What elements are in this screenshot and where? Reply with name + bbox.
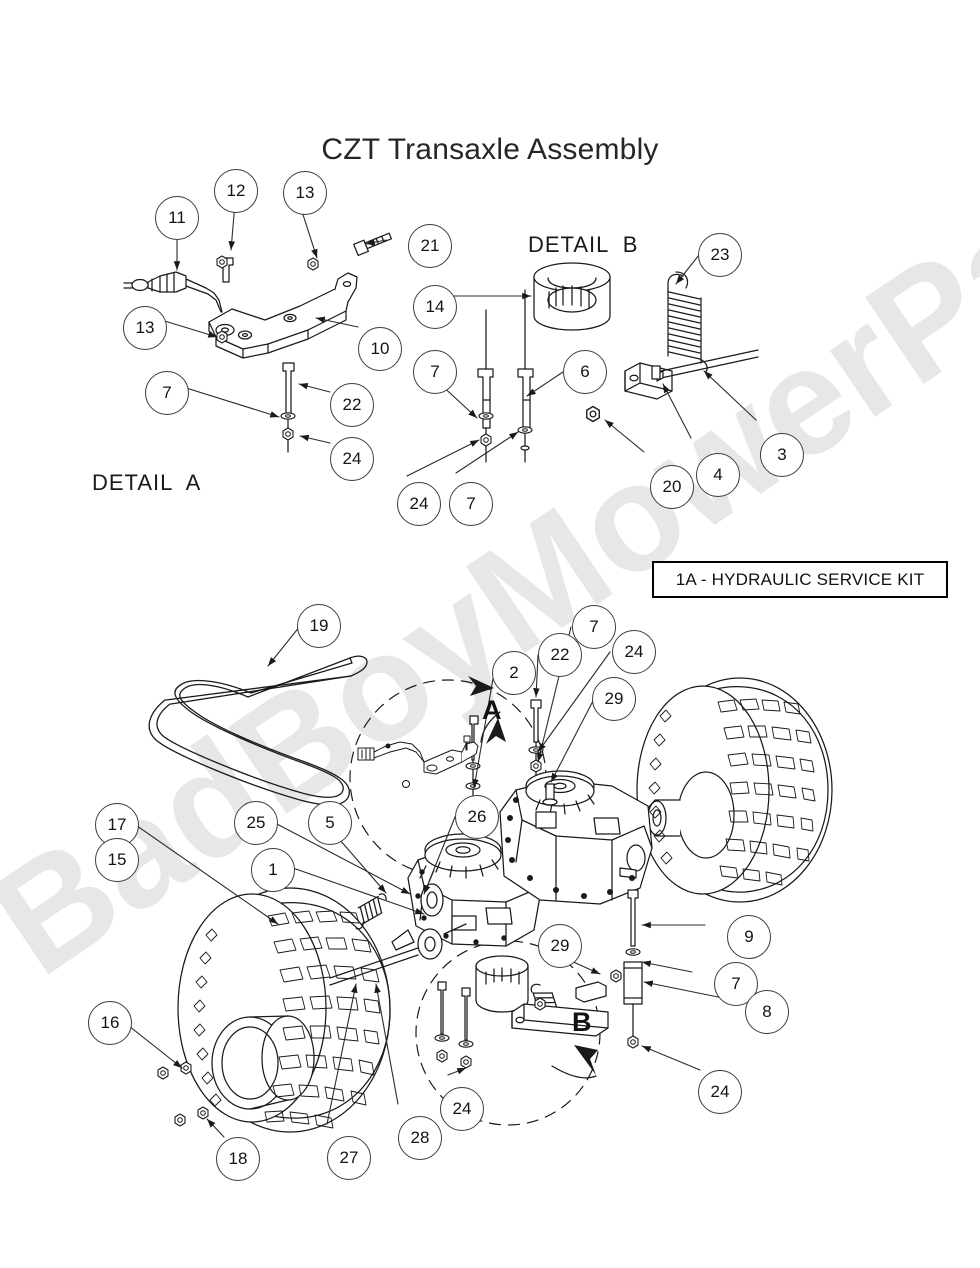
callout-bubble-4[interactable]: 4 <box>696 453 740 497</box>
callout-bubble-27[interactable]: 27 <box>327 1136 371 1180</box>
callout-bubble-14[interactable]: 14 <box>413 285 457 329</box>
callout-bubble-26[interactable]: 26 <box>455 795 499 839</box>
detail-b-label: DETAIL B <box>528 232 639 257</box>
page-title: CZT Transaxle Assembly <box>321 133 659 166</box>
callout-bubble-13[interactable]: 13 <box>123 306 167 350</box>
callout-bubble-7[interactable]: 7 <box>449 482 493 526</box>
callout-bubble-24[interactable]: 24 <box>698 1070 742 1114</box>
callout-bubble-9[interactable]: 9 <box>727 915 771 959</box>
callout-bubble-29[interactable]: 29 <box>592 677 636 721</box>
callout-bubble-25[interactable]: 25 <box>234 801 278 845</box>
callout-bubble-19[interactable]: 19 <box>297 604 341 648</box>
callout-bubble-3[interactable]: 3 <box>760 433 804 477</box>
hydraulic-service-kit-box: 1A - HYDRAULIC SERVICE KIT <box>652 561 948 598</box>
callout-bubble-10[interactable]: 10 <box>358 327 402 371</box>
section-marker-a: A <box>482 695 502 725</box>
callout-bubble-7[interactable]: 7 <box>145 371 189 415</box>
callout-bubble-23[interactable]: 23 <box>698 233 742 277</box>
callout-bubble-29[interactable]: 29 <box>538 924 582 968</box>
callout-bubble-22[interactable]: 22 <box>538 633 582 677</box>
callout-bubble-24[interactable]: 24 <box>330 437 374 481</box>
section-marker-b: B <box>572 1007 592 1037</box>
callout-bubble-24[interactable]: 24 <box>397 482 441 526</box>
callout-bubble-5[interactable]: 5 <box>308 801 352 845</box>
callout-bubble-22[interactable]: 22 <box>330 383 374 427</box>
detail-a-label: DETAIL A <box>92 470 202 495</box>
callout-bubble-8[interactable]: 8 <box>745 990 789 1034</box>
callout-bubble-16[interactable]: 16 <box>88 1001 132 1045</box>
callout-bubble-6[interactable]: 6 <box>563 350 607 394</box>
callout-bubble-18[interactable]: 18 <box>216 1137 260 1181</box>
callout-bubble-21[interactable]: 21 <box>408 224 452 268</box>
callout-bubble-12[interactable]: 12 <box>214 169 258 213</box>
callout-bubble-24[interactable]: 24 <box>440 1087 484 1131</box>
callout-bubble-7[interactable]: 7 <box>413 350 457 394</box>
callout-bubble-13[interactable]: 13 <box>283 171 327 215</box>
callout-bubble-24[interactable]: 24 <box>612 630 656 674</box>
callout-bubble-7[interactable]: 7 <box>572 605 616 649</box>
callout-bubble-20[interactable]: 20 <box>650 465 694 509</box>
callout-bubble-2[interactable]: 2 <box>492 651 536 695</box>
callout-bubble-1[interactable]: 1 <box>251 848 295 892</box>
callout-bubble-15[interactable]: 15 <box>95 838 139 882</box>
callout-bubble-28[interactable]: 28 <box>398 1116 442 1160</box>
callout-bubble-11[interactable]: 11 <box>155 196 199 240</box>
